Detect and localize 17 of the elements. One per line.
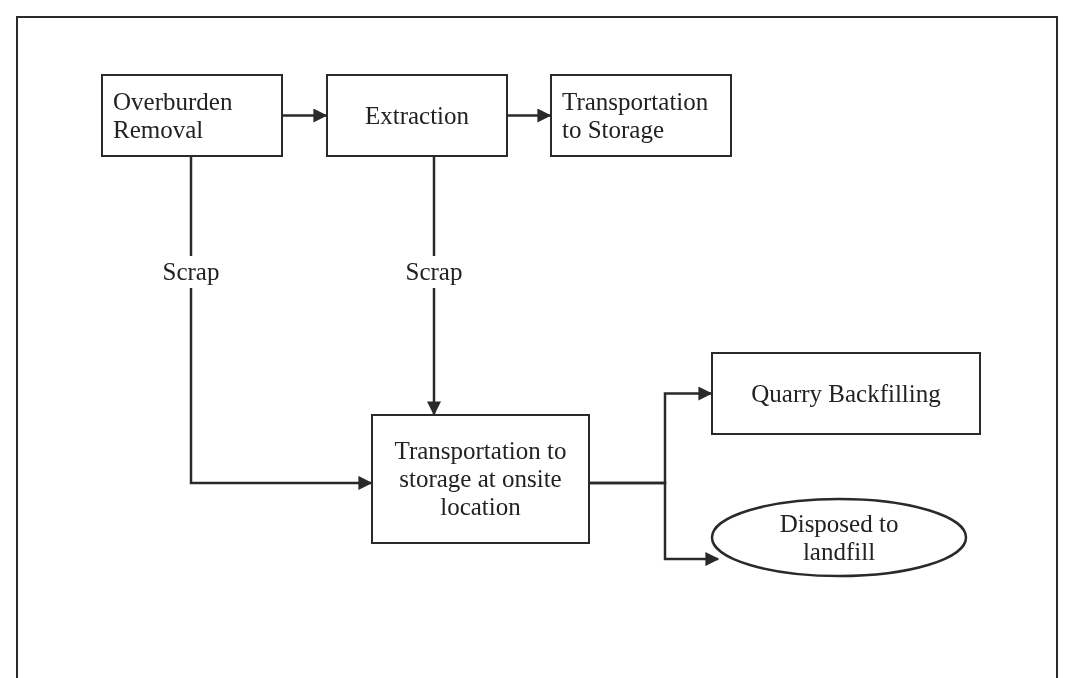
process-box [371, 414, 590, 544]
process-box [101, 74, 283, 157]
node-label: Transportation to Storage [562, 87, 710, 144]
terminal-ellipse [710, 497, 968, 578]
node-label: Extraction [364, 101, 470, 130]
process-box [550, 74, 732, 157]
arrow [189, 157, 373, 490]
node-label: Overburden Removal [113, 87, 234, 144]
arrow [508, 108, 552, 123]
arrow [283, 108, 328, 123]
node-label: Quarry Backfilling [751, 379, 941, 408]
process-box [326, 74, 508, 157]
process-box [711, 352, 981, 435]
node-label: Transportation to storage at onsite location [393, 437, 568, 521]
arrow [427, 157, 441, 416]
node-label: Disposed to landfill [778, 509, 900, 566]
arrow [590, 481, 720, 567]
